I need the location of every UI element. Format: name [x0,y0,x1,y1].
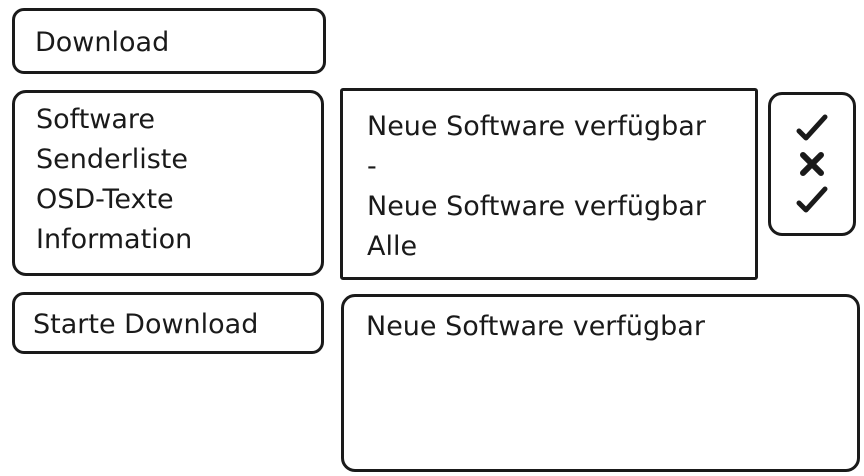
start-download-label: Starte Download [33,309,259,340]
status-value-information: Alle [367,231,418,262]
check-icon[interactable] [795,109,829,145]
selection-marks-panel [768,92,856,236]
title-panel: Download [12,8,326,74]
check-icon[interactable] [795,181,829,217]
status-list: Neue Software verfügbar - Neue Software … [367,107,706,267]
menu-list: Software Senderliste OSD-Texte Informati… [36,100,192,260]
status-value-software: Neue Software verfügbar [367,111,706,142]
page-title: Download [35,27,170,58]
start-download-button[interactable]: Starte Download [12,292,324,354]
status-value-senderliste: - [367,151,377,182]
menu-item-senderliste[interactable]: Senderliste [36,144,188,175]
selection-marks [771,109,853,217]
cross-icon[interactable] [795,145,829,181]
result-panel: Neue Software verfügbar [341,294,860,472]
status-panel: Neue Software verfügbar - Neue Software … [340,88,758,280]
menu-item-information[interactable]: Information [36,224,193,255]
menu-item-osd-texte[interactable]: OSD-Texte [36,184,174,215]
result-text: Neue Software verfügbar [366,311,705,342]
status-value-osd-texte: Neue Software verfügbar [367,191,706,222]
menu-item-software[interactable]: Software [36,104,156,135]
menu-panel: Software Senderliste OSD-Texte Informati… [12,90,324,276]
